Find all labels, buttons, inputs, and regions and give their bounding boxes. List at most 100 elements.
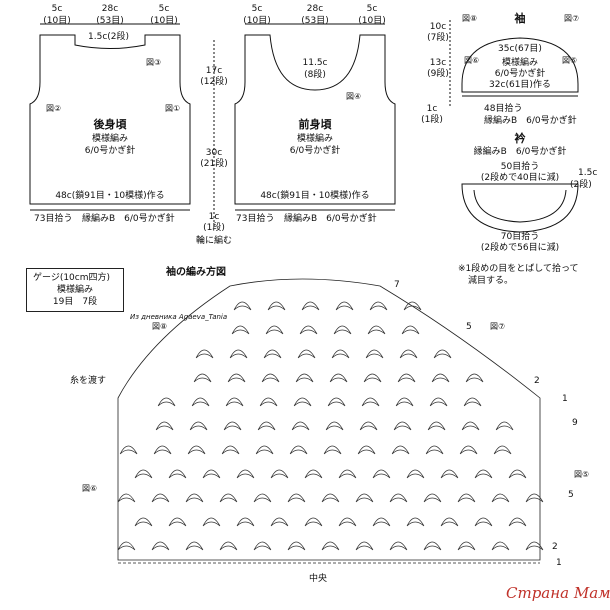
- shell-stitch: [423, 493, 442, 503]
- sleeve-title: 袖: [514, 12, 526, 25]
- shell-stitch: [331, 349, 350, 359]
- shell-stitch: [257, 421, 276, 431]
- shell-stitch: [323, 445, 342, 455]
- shell-stitch: [304, 469, 323, 479]
- shell-stitch: [474, 517, 493, 527]
- shell-stitch: [253, 541, 272, 551]
- shell-stitch: [270, 469, 289, 479]
- front-pickup: 73目拾う: [236, 214, 275, 224]
- shell-stitch: [153, 445, 172, 455]
- shell-stitch: [495, 421, 514, 431]
- sleeve-fig6: 図⑥: [464, 56, 480, 65]
- shell-stitch: [321, 541, 340, 551]
- shell-stitch: [457, 541, 476, 551]
- shell-stitch: [270, 517, 289, 527]
- shell-stitch: [299, 325, 318, 335]
- collar-note1: ※1段めの目をとばして拾って: [458, 264, 579, 274]
- shell-stitch: [301, 301, 320, 311]
- shell-stitch: [508, 517, 527, 527]
- shell-stitch: [233, 301, 252, 311]
- sleeve-stitch-chart: [117, 278, 541, 564]
- row-number-9: 9: [572, 418, 578, 428]
- shell-stitch: [225, 397, 244, 407]
- shell-stitch: [329, 373, 348, 383]
- side-note: 輪に編む: [195, 236, 233, 246]
- chart-credit: Из дневника Agaeva_Tania: [130, 313, 228, 321]
- shell-stitch: [185, 493, 204, 503]
- collar-note2: 減目する。: [468, 276, 514, 286]
- shell-stitch: [338, 469, 357, 479]
- shell-stitch: [157, 397, 176, 407]
- shell-stitch: [525, 493, 544, 503]
- gauge-stitch: 模様編み: [56, 285, 94, 295]
- shell-stitch: [425, 445, 444, 455]
- shell-stitch: [155, 421, 174, 431]
- shell-stitch: [429, 397, 448, 407]
- shell-stitch: [117, 541, 136, 551]
- shell-stitch: [325, 421, 344, 431]
- shell-stitch: [119, 445, 138, 455]
- row-number-2a: 2: [534, 376, 540, 386]
- gauge-box: ゲージ(10cm四方) 模様編み 19目 7段: [26, 268, 124, 312]
- shell-stitch: [134, 469, 153, 479]
- shell-stitch: [463, 397, 482, 407]
- back-hook: 6/0号かぎ針: [84, 146, 136, 156]
- sleeve-top: 10c: [429, 22, 447, 32]
- front-fig4: 図④: [346, 92, 362, 101]
- shell-stitch: [219, 541, 238, 551]
- shell-stitch: [491, 493, 510, 503]
- shell-stitch: [202, 517, 221, 527]
- front-title: 前身頃: [298, 118, 332, 131]
- chart-fig7: 図⑦: [490, 322, 506, 331]
- row-number-5b: 5: [568, 490, 574, 500]
- chart-title: 袖の編み方図: [166, 267, 226, 278]
- shell-stitch: [393, 421, 412, 431]
- shell-stitch: [391, 445, 410, 455]
- back-stitch: 模様編み: [91, 134, 129, 144]
- shell-stitch: [193, 373, 212, 383]
- back-dim-mid: 28c: [101, 4, 119, 14]
- front-piece-outline: [234, 34, 396, 205]
- sleeve-mid: 13c: [429, 58, 447, 68]
- shell-stitch: [293, 397, 312, 407]
- shell-stitch: [401, 325, 420, 335]
- shell-stitch: [229, 349, 248, 359]
- shell-stitch: [236, 517, 255, 527]
- shell-stitch: [287, 493, 306, 503]
- sleeve-cast: 32c(61目)作る: [489, 80, 551, 90]
- shell-stitch: [399, 349, 418, 359]
- front-dim-right: 5c: [366, 4, 378, 14]
- shell-stitch: [395, 397, 414, 407]
- shell-stitch: [261, 373, 280, 383]
- shell-stitch: [357, 445, 376, 455]
- shell-stitch: [117, 493, 136, 503]
- shell-stitch: [321, 493, 340, 503]
- shell-stitch: [185, 541, 204, 551]
- shell-stitch: [372, 469, 391, 479]
- shell-stitch: [168, 469, 187, 479]
- back-fig2: 図②: [46, 104, 62, 113]
- collar-outline: [461, 183, 579, 233]
- back-hem: 48c(鎖91目・10模様)作る: [55, 191, 165, 201]
- side-armhole: 17c: [205, 66, 223, 76]
- gauge-title: ゲージ(10cm四方): [33, 273, 111, 283]
- shell-stitch: [191, 397, 210, 407]
- shell-stitch: [231, 325, 250, 335]
- sleeve-edge: 1c: [426, 104, 438, 114]
- shell-stitch: [287, 541, 306, 551]
- collar-stitch: 縁編みB 6/0号かぎ針: [473, 147, 567, 157]
- chart-thread-note: 糸を渡す: [70, 376, 107, 386]
- chart-center: 中央: [308, 574, 328, 584]
- back-edge: 縁編みB 6/0号かぎ針: [82, 214, 175, 224]
- row-number-1b: 1: [556, 558, 562, 568]
- shell-stitch: [267, 301, 286, 311]
- shell-stitch: [236, 469, 255, 479]
- shell-stitch: [363, 373, 382, 383]
- shell-stitch: [491, 541, 510, 551]
- shell-stitch: [227, 373, 246, 383]
- shell-stitch: [406, 517, 425, 527]
- shell-stitch: [355, 493, 374, 503]
- chart-outline: [117, 278, 541, 561]
- front-edge: 縁編みB 6/0号かぎ針: [284, 214, 377, 224]
